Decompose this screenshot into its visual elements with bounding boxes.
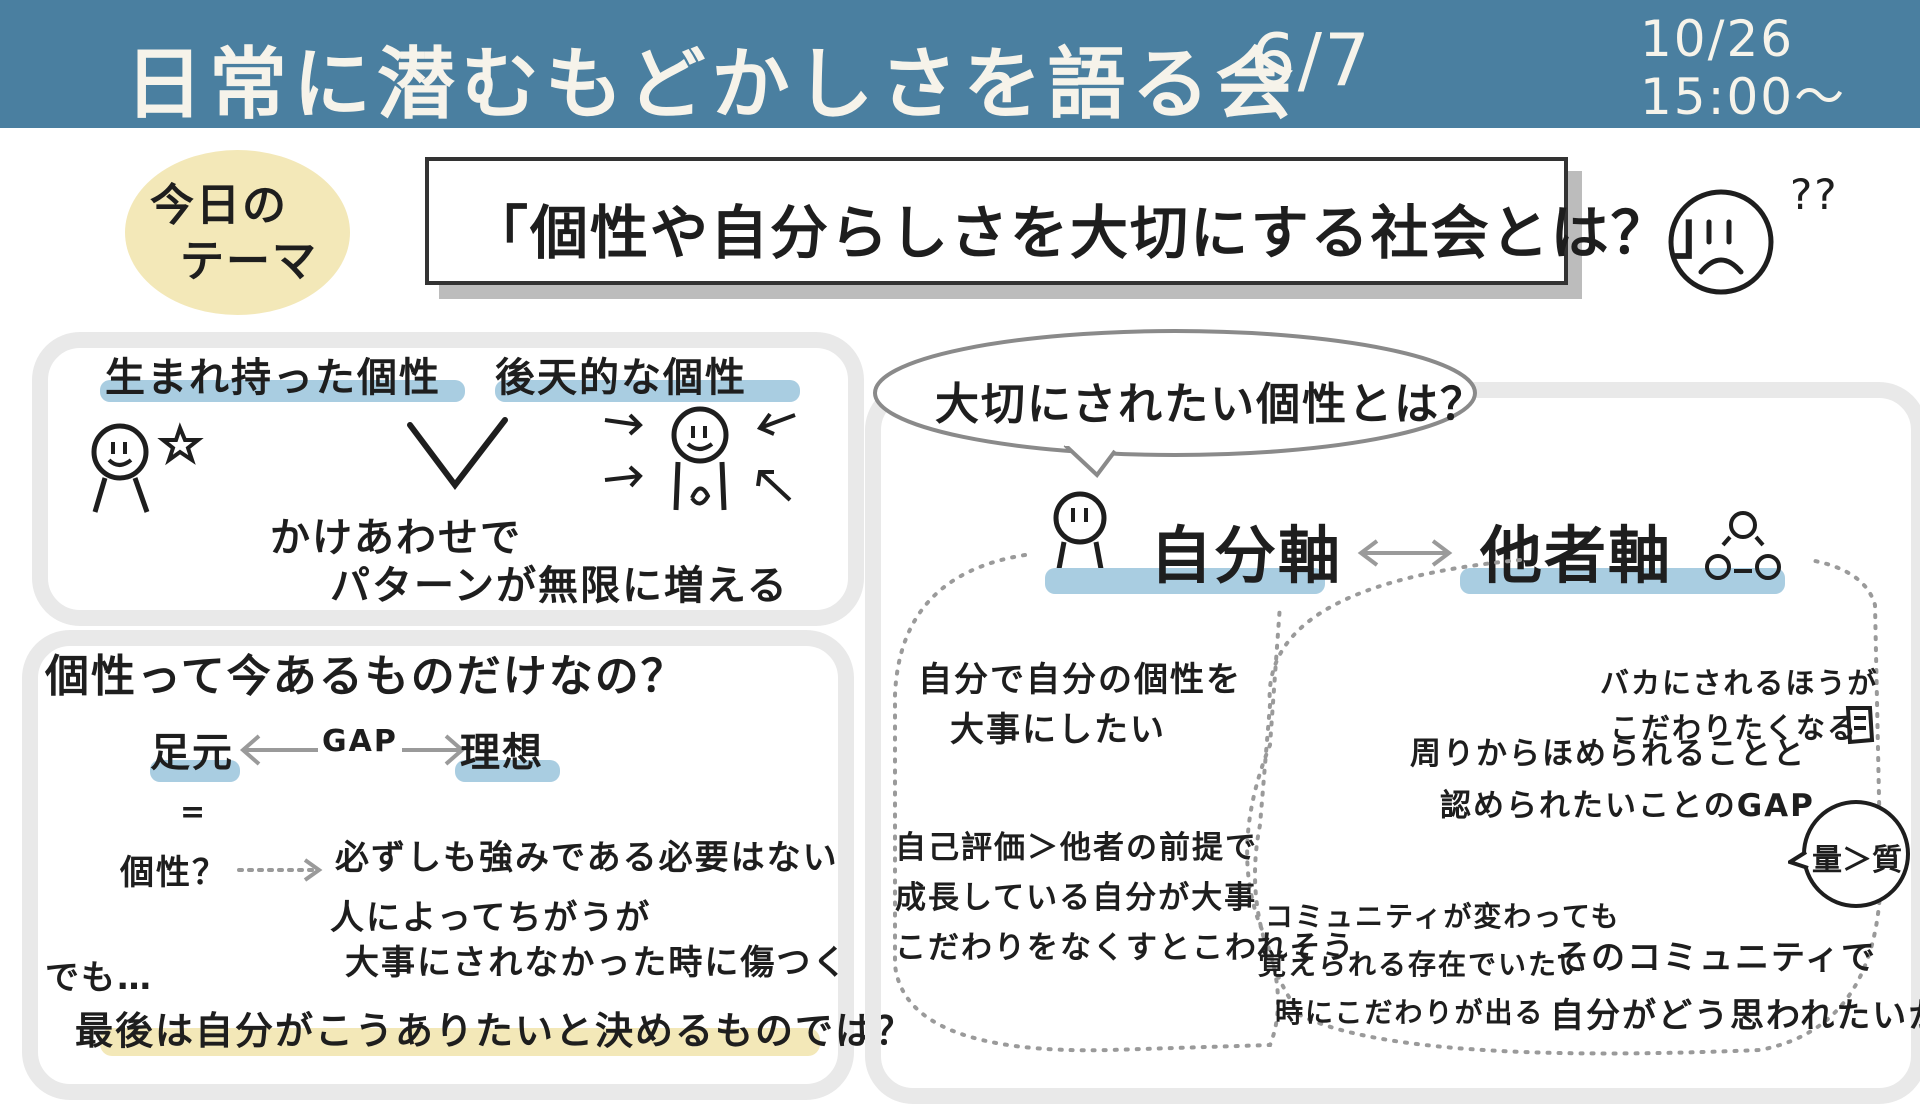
demo-text: でも… bbox=[45, 958, 153, 998]
highlight-self-axis bbox=[1045, 568, 1325, 594]
time-line: 15:00〜 bbox=[1640, 68, 1847, 126]
event-date: 10/26 15:00〜 bbox=[1640, 10, 1846, 126]
praise-line2: 認められたいことのGAP bbox=[1440, 788, 1815, 824]
sad-face-icon bbox=[1668, 189, 1774, 295]
self-eval-line2: 成長している自分が大事 bbox=[895, 880, 1258, 916]
people-icon bbox=[1705, 511, 1781, 580]
theme-badge-text: 今日の テーマ bbox=[150, 178, 318, 290]
date-line: 10/26 bbox=[1640, 10, 1795, 68]
header-bar bbox=[0, 0, 1920, 128]
fist-icon bbox=[1845, 706, 1875, 745]
gap-label: GAP bbox=[318, 724, 402, 759]
innate-label: 生まれ持った個性 bbox=[105, 355, 441, 401]
smiley-star-icon bbox=[91, 422, 204, 513]
foot-label: 足元 bbox=[150, 730, 234, 776]
highlight-acquired bbox=[495, 380, 800, 402]
combine-line1: かけあわせで bbox=[270, 515, 522, 561]
double-arrow-icon bbox=[1357, 539, 1453, 567]
quantity-quality-bubble bbox=[1788, 800, 1910, 908]
page-title: 日常に潜むもどかしさを語る会 bbox=[125, 40, 1300, 130]
ideal-label: 理想 bbox=[460, 730, 544, 776]
self-eval-line1: 自己評価＞他者の前提で bbox=[895, 830, 1258, 866]
multiply-icon bbox=[407, 417, 508, 490]
self-note-line2: 大事にしたい bbox=[950, 710, 1166, 750]
baka-line1: バカにされるほうが bbox=[1600, 666, 1879, 700]
other-axis-label: 他者軸 bbox=[1480, 519, 1673, 592]
hurt-text: 大事にされなかった時に傷つく bbox=[345, 943, 849, 983]
question-marks-icon: ?? bbox=[1790, 170, 1839, 219]
community2-line1: そのコミュニティで bbox=[1555, 938, 1877, 978]
theme-banner-text: 「個性や自分らしさを大切にする社会とは？」 bbox=[470, 199, 1731, 267]
not-strength-text: 必ずしも強みである必要はない bbox=[335, 838, 839, 878]
highlight-foot bbox=[150, 760, 240, 782]
quantity-quality-text: 量＞質 bbox=[1812, 843, 1902, 878]
community2-line2: 自分がどう思われたいか？ bbox=[1550, 996, 1920, 1036]
bubble-text: 大切にされたい個性とは？ bbox=[935, 379, 1487, 430]
self-eval-line3: こだわりをなくすとこわれそう bbox=[895, 930, 1356, 966]
theme-banner bbox=[425, 157, 1568, 285]
dotted-arrow-icon bbox=[237, 858, 323, 882]
theme-badge-line2: テーマ bbox=[180, 236, 318, 287]
smiley-arrows-icon bbox=[604, 406, 796, 511]
kosei-question: 個性って今あるものだけなの？ bbox=[45, 651, 687, 702]
self-note-line1: 自分で自分の個性を bbox=[918, 660, 1242, 700]
baka-line2: こだわりたくなる bbox=[1610, 711, 1859, 745]
combine-line2: パターンが無限に増える bbox=[330, 563, 789, 609]
theme-badge-line1: 今日の bbox=[150, 180, 288, 231]
highlight-ideal bbox=[455, 760, 560, 782]
volume-number: 6/7 bbox=[1250, 18, 1372, 102]
community-line1: コミュニティが変わっても bbox=[1265, 900, 1621, 933]
highlight-innate bbox=[100, 380, 465, 402]
community-line3: 時にこだわりが出る bbox=[1275, 996, 1545, 1029]
highlight-other-axis bbox=[1460, 568, 1785, 594]
theme-badge bbox=[125, 150, 350, 315]
panel-innate-acquired bbox=[32, 332, 864, 626]
praise-line1: 周りからほめられることと bbox=[1410, 736, 1806, 772]
self-axis-label: 自分軸 bbox=[1150, 519, 1343, 592]
varies-text: 人によってちがうが bbox=[330, 898, 652, 938]
conclusion-text: 最後は自分がこうありたいと決めるものでは？ bbox=[75, 1009, 916, 1053]
kosei-q-label: 個性？ bbox=[120, 853, 228, 893]
community-line2: 覚えられる存在でいたい bbox=[1258, 948, 1589, 981]
acquired-label: 後天的な個性 bbox=[495, 355, 747, 401]
highlight-conclusion bbox=[100, 1028, 820, 1056]
speech-bubble bbox=[873, 329, 1477, 478]
equals-sign: = bbox=[180, 795, 208, 830]
